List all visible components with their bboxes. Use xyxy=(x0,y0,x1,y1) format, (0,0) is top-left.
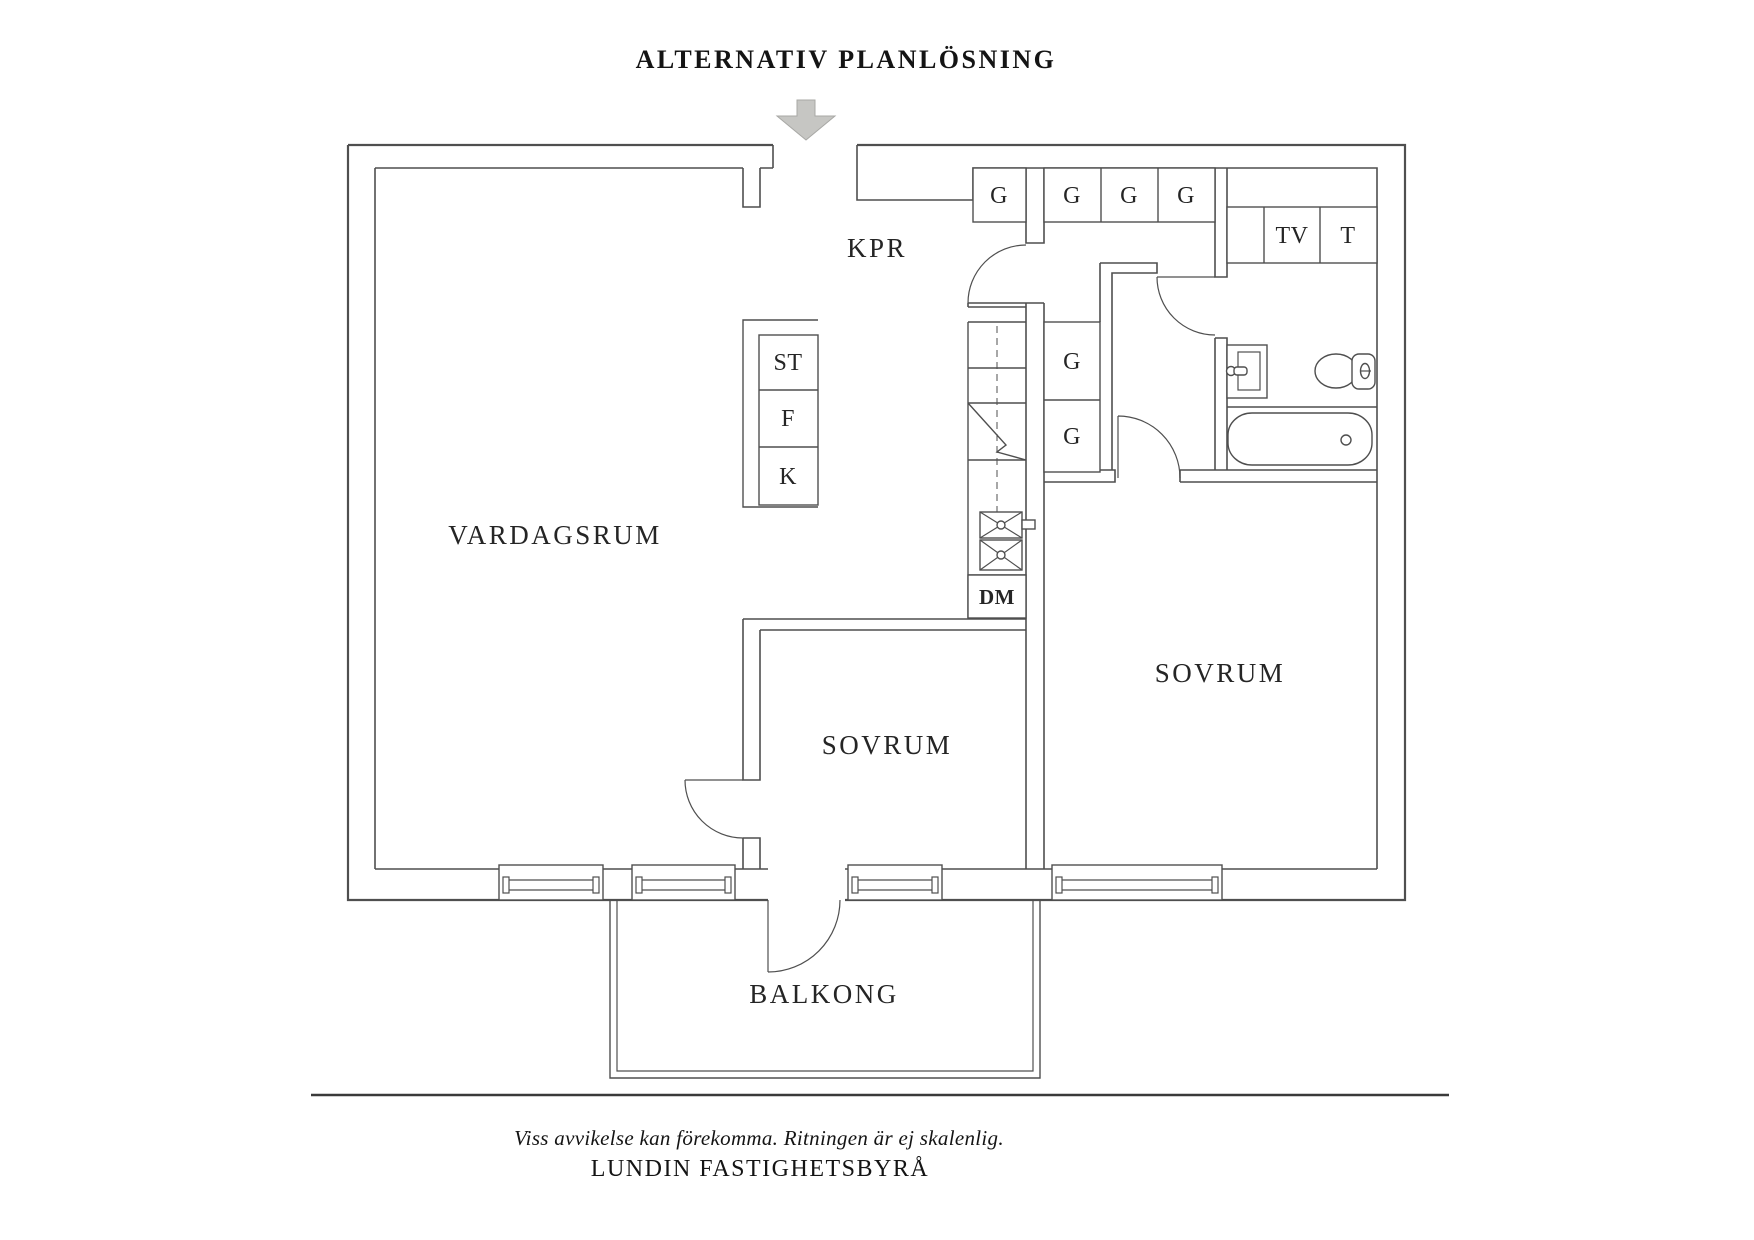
room-label-vardagsrum: VARDAGSRUM xyxy=(448,520,662,550)
cabinet-dividers xyxy=(1100,168,1159,222)
cabinet-label-g: G xyxy=(1063,349,1081,375)
window-frame xyxy=(1051,864,1223,901)
window-cap xyxy=(635,876,643,894)
window-cap xyxy=(592,876,600,894)
kitchen-counter xyxy=(967,321,1036,619)
window-cap xyxy=(851,876,859,894)
labels: VARDAGSRUM KPR SOVRUM SOVRUM BALKONG G G… xyxy=(448,183,1355,1009)
window-frame xyxy=(498,864,604,901)
appliance-label-dm: DM xyxy=(979,585,1015,609)
cabinet-label-g: G xyxy=(1063,424,1081,450)
bedroom-small-door xyxy=(684,779,744,839)
drainboard-zigzag xyxy=(967,402,1027,461)
room-label-kpr: KPR xyxy=(847,233,907,263)
hob-knob xyxy=(996,520,1006,530)
down-arrow-icon xyxy=(775,99,837,141)
window-frame xyxy=(631,864,736,901)
cabinet-label-g: G xyxy=(990,183,1008,209)
room-label-balkong: BALKONG xyxy=(749,979,899,1009)
corridor-wall xyxy=(1099,262,1158,470)
window-glass xyxy=(642,879,725,891)
balcony-rail-inner xyxy=(616,900,1034,1072)
cabinet-label-g: G xyxy=(1063,183,1081,209)
cabinet-label-st: ST xyxy=(773,350,802,376)
window-cap xyxy=(1211,876,1219,894)
window-glass xyxy=(1062,879,1212,891)
cabinet-label-g: G xyxy=(1120,183,1138,209)
page-title: ALTERNATIV PLANLÖSNING xyxy=(636,45,1057,74)
inner-wall-top-left xyxy=(375,145,774,208)
room-label-sovrum-large: SOVRUM xyxy=(1155,658,1286,688)
footer-disclaimer: Viss avvikelse kan förekomma. Ritningen … xyxy=(514,1126,1004,1150)
window-cap xyxy=(1055,876,1063,894)
cabinet-label-tv: TV xyxy=(1276,223,1309,249)
tv-cabinet-dividers xyxy=(1263,207,1321,263)
window-cap xyxy=(724,876,732,894)
balcony-outline xyxy=(609,900,1041,1079)
room-label-sovrum-small: SOVRUM xyxy=(822,730,953,760)
interior-walls xyxy=(742,168,1377,869)
balcony-door xyxy=(767,899,841,973)
cabinet-label-k: K xyxy=(779,464,797,490)
cabinet-box xyxy=(972,167,1027,223)
bathroom-door xyxy=(1156,276,1216,336)
hob-handle xyxy=(1021,519,1036,530)
toilet-bowl xyxy=(1314,353,1358,389)
window-2 xyxy=(631,864,736,901)
cabinet-dividers xyxy=(759,389,818,448)
hall-cabinets xyxy=(972,167,1378,473)
bathtub xyxy=(1227,412,1373,466)
window-frame xyxy=(847,864,943,901)
balcony-rail-outer xyxy=(609,900,1041,1079)
cabinet-label-f: F xyxy=(781,406,795,432)
bathroom-west-wall xyxy=(1214,168,1228,470)
bedroom-large-door xyxy=(1117,415,1181,479)
bedroom-small-walls xyxy=(742,618,1026,869)
window-cap xyxy=(502,876,510,894)
kitchen-door-arc xyxy=(967,244,1027,304)
dishwasher-box xyxy=(967,574,1027,619)
bedroom-large-top-wall xyxy=(1044,469,1377,483)
window-cap xyxy=(931,876,939,894)
window-4 xyxy=(1051,864,1223,901)
window-glass xyxy=(858,879,932,891)
cabinet-box xyxy=(1043,167,1216,223)
tv-cabinet xyxy=(1226,206,1378,264)
cabinet-box xyxy=(758,334,819,506)
cabinet-outline xyxy=(742,319,818,508)
cabinet-label-g: G xyxy=(1177,183,1195,209)
cabinet-label-t: T xyxy=(1340,223,1355,249)
hob-knob xyxy=(996,550,1006,560)
faucet-handle xyxy=(1233,366,1248,376)
st-f-k-cabinet xyxy=(742,319,819,508)
window-glass xyxy=(509,879,593,891)
doors xyxy=(684,244,1216,973)
bathtub-drain xyxy=(1340,434,1352,446)
windows xyxy=(498,864,1223,901)
window-1 xyxy=(498,864,604,901)
footer-agency: LUNDIN FASTIGHETSBYRÅ xyxy=(591,1156,929,1182)
gg-cabinet xyxy=(1043,321,1101,473)
bathroom-fixtures xyxy=(1225,344,1377,466)
window-3 xyxy=(847,864,943,901)
